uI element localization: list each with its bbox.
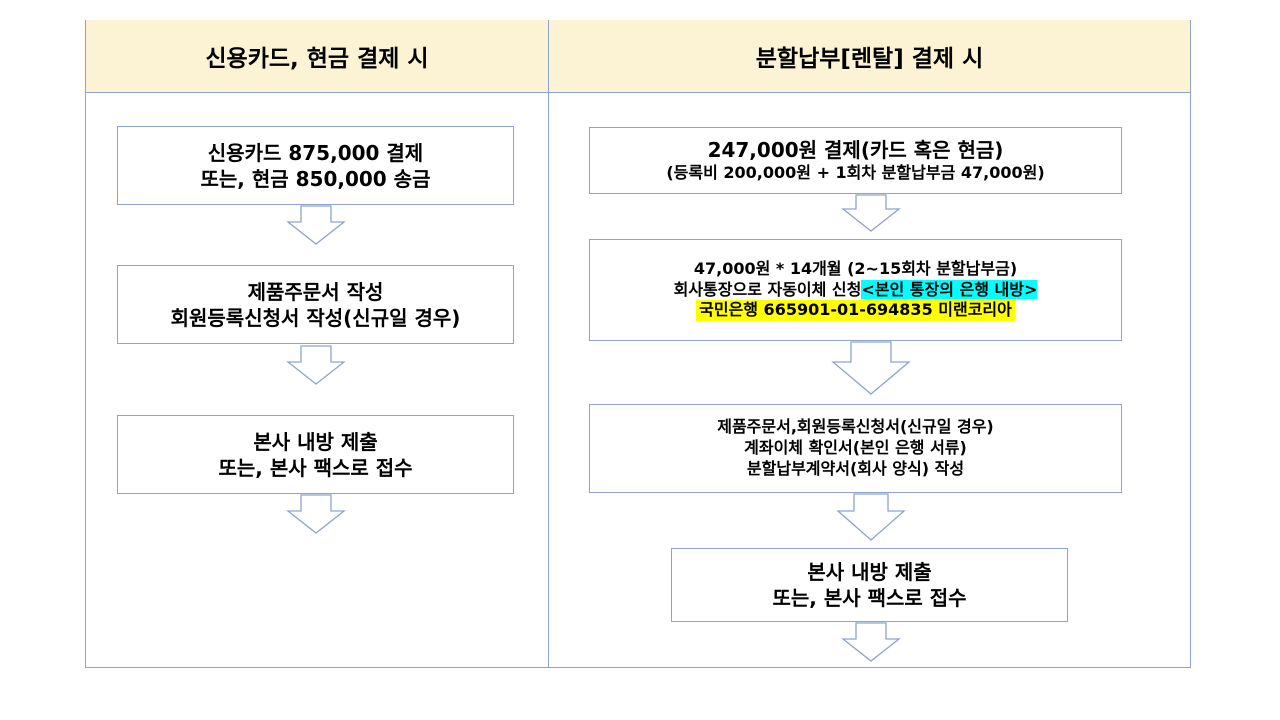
right-column-header: 분할납부[렌탈] 결제 시 — [549, 20, 1190, 93]
column-divider — [548, 20, 549, 668]
right-step-3-line-3: 분할납부계약서(회사 양식) 작성 — [746, 458, 965, 478]
left-arrow-1 — [286, 205, 346, 245]
right-step-3-line-1: 제품주문서,회원등록신청서(신규일 경우) — [717, 417, 994, 437]
left-step-1-line-2: 또는, 현금 850,000 송금 — [200, 166, 431, 191]
right-step-1-line-1: 247,000원 결제(카드 혹은 현금) — [707, 138, 1004, 163]
left-step-1-line-1: 신용카드 875,000 결제 — [207, 140, 424, 165]
left-header-text: 신용카드, 현금 결제 시 — [205, 46, 429, 72]
left-arrow-3 — [286, 494, 346, 534]
left-column-header: 신용카드, 현금 결제 시 — [86, 20, 548, 93]
right-step-4-box: 본사 내방 제출 또는, 본사 팩스로 접수 — [671, 548, 1068, 622]
right-step-1-box: 247,000원 결제(카드 혹은 현금) (등록비 200,000원 + 1회… — [589, 127, 1122, 194]
bank-account-highlight: 국민은행 665901-01-694835 미랜코리아 — [696, 300, 1015, 322]
right-arrow-4 — [841, 622, 901, 662]
left-step-2-line-2: 회원등록신청서 작성(신규일 경우) — [170, 305, 461, 330]
right-step-4-line-2: 또는, 본사 팩스로 접수 — [772, 586, 967, 610]
right-step-2-line-1: 47,000원 * 14개월 (2~15회차 분할납부금) — [693, 258, 1018, 278]
left-step-1-box: 신용카드 875,000 결제 또는, 현금 850,000 송금 — [117, 126, 514, 205]
left-step-3-line-2: 또는, 본사 팩스로 접수 — [218, 455, 413, 480]
left-step-3-line-1: 본사 내방 제출 — [253, 429, 378, 454]
right-arrow-2 — [831, 341, 911, 395]
right-step-4-line-1: 본사 내방 제출 — [807, 560, 932, 584]
right-step-2-line-3: 국민은행 665901-01-694835 미랜코리아 — [696, 300, 1015, 322]
right-arrow-1 — [841, 194, 901, 232]
left-step-2-box: 제품주문서 작성 회원등록신청서 작성(신규일 경우) — [117, 265, 514, 344]
right-arrow-3 — [836, 493, 906, 541]
right-step-1-line-2: (등록비 200,000원 + 1회차 분할납부금 47,000원) — [666, 163, 1045, 183]
bank-visit-highlight: <본인 통장의 은행 내방> — [861, 279, 1038, 299]
right-step-2-line-2: 회사통장으로 자동이체 신청<본인 통장의 은행 내방> — [673, 279, 1038, 301]
left-arrow-2 — [286, 345, 346, 385]
left-step-2-line-1: 제품주문서 작성 — [247, 279, 384, 304]
right-step-3-box: 제품주문서,회원등록신청서(신규일 경우) 계좌이체 확인서(본인 은행 서류)… — [589, 404, 1122, 493]
right-step-2-box: 47,000원 * 14개월 (2~15회차 분할납부금) 회사통장으로 자동이… — [589, 239, 1122, 341]
auto-transfer-text: 회사통장으로 자동이체 신청 — [673, 279, 862, 299]
right-header-text: 분할납부[렌탈] 결제 시 — [755, 46, 984, 72]
left-step-3-box: 본사 내방 제출 또는, 본사 팩스로 접수 — [117, 415, 514, 494]
right-step-3-line-2: 계좌이체 확인서(본인 은행 서류) — [744, 438, 967, 458]
